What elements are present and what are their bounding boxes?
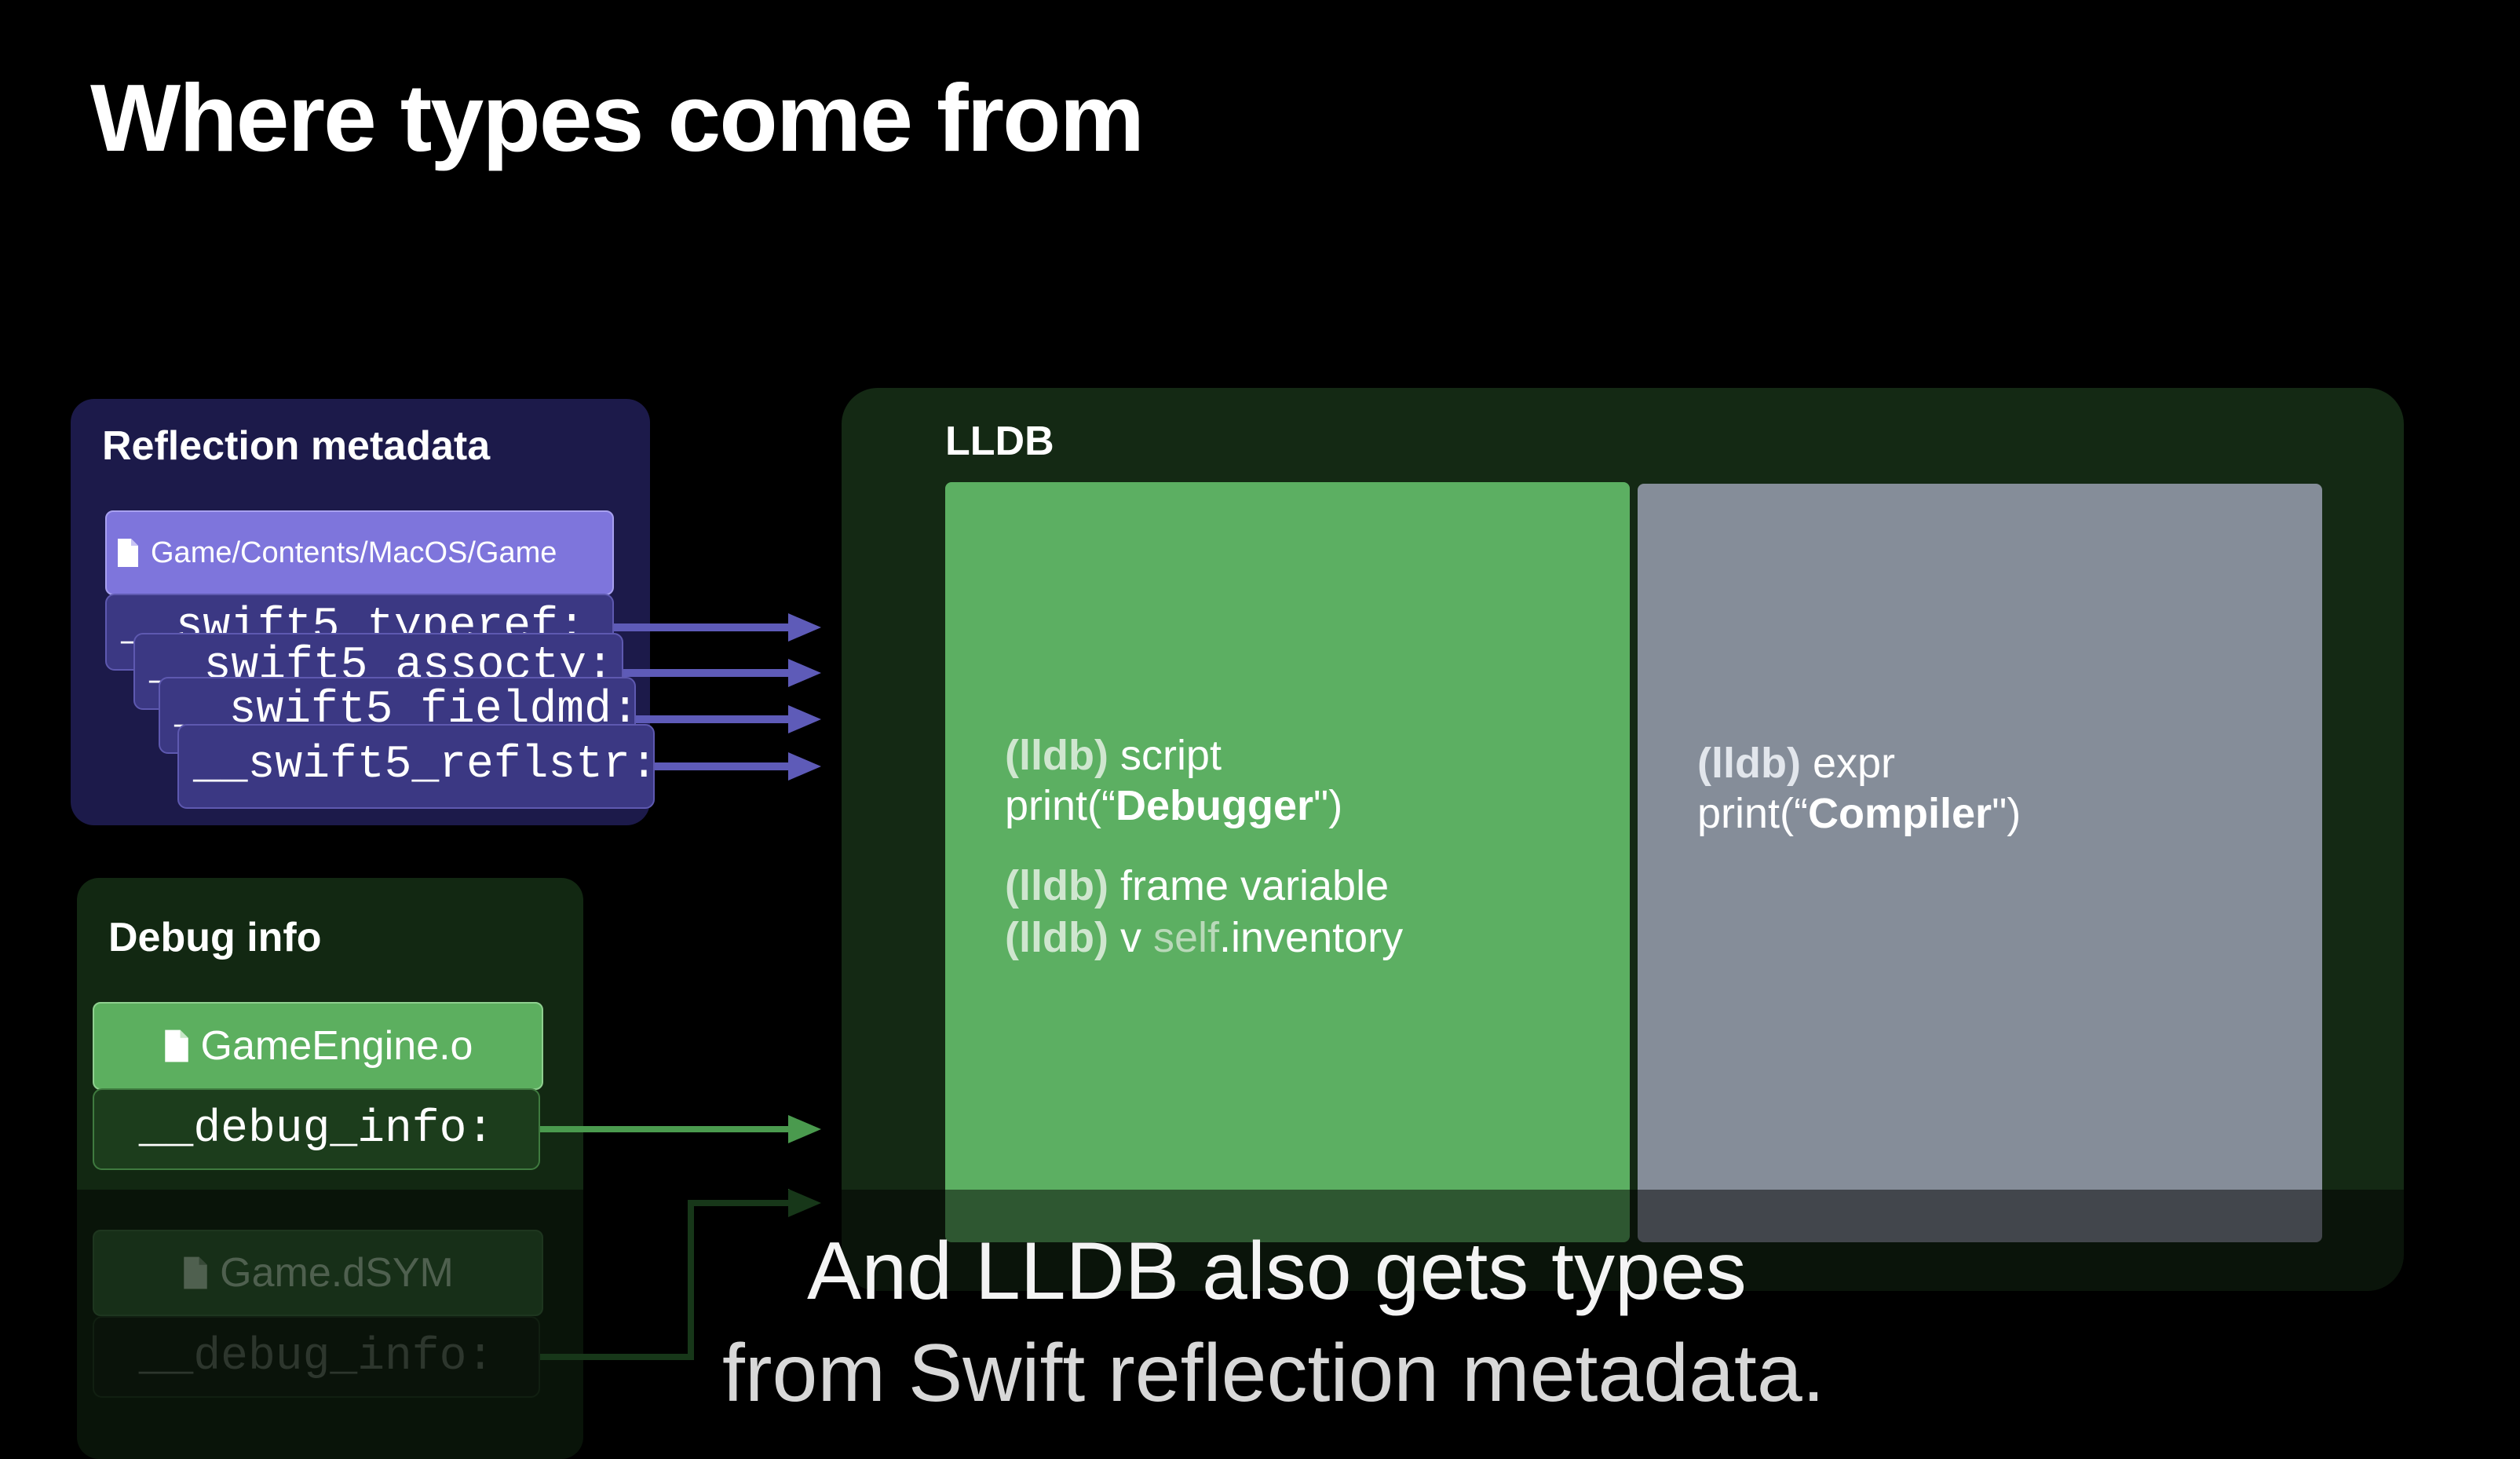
compiler-box [1638,484,2322,1242]
debugger-script-line: (lldb) script [1005,730,1222,781]
caption-line-2: from Swift reflection metadata. [722,1328,1825,1419]
debugger-print-line: print(“Debugger") [1005,781,1342,831]
v-command: v [1108,914,1153,961]
gameengine-object-header: GameEngine.o [93,1002,543,1090]
slide-title: Where types come from [90,64,1145,171]
lldb-prompt: (lldb) [1697,740,1801,787]
compiler-word: Compiler [1808,790,1992,837]
lldb-prompt: (lldb) [1005,914,1108,961]
lldb-prompt: (lldb) [1005,732,1108,779]
print-suffix: ") [1313,782,1343,829]
v-self-inventory-line: (lldb) v self.inventory [1005,912,1403,963]
print-suffix: ") [1992,790,2021,837]
compiler-expr-line: (lldb) expr [1697,738,1895,788]
debug-info-arrowhead [788,1115,821,1143]
inventory-property: .inventory [1219,914,1404,961]
game-binary-path: Game/Contents/MacOS/Game [151,536,557,569]
section-reflstr: __swift5_reflstr: [177,724,655,809]
reflstr-arrowhead [788,752,821,781]
self-keyword: self [1152,914,1220,961]
caption-line-1: And LLDB also gets types [807,1226,1747,1317]
reflection-metadata-label: Reflection metadata [102,423,491,469]
debug-info-label: Debug info [108,915,322,960]
object-debug-info-section: __debug_info: [93,1088,540,1170]
typeref-arrowhead [788,613,821,642]
document-icon [164,1029,188,1062]
gameengine-object-name: GameEngine.o [200,1023,473,1069]
print-prefix: print(“ [1697,790,1809,837]
print-prefix: print(“ [1005,782,1116,829]
script-command: script [1108,732,1222,779]
lldb-label: LLDB [945,419,1054,464]
compiler-print-line: print(“Compiler") [1697,788,2021,839]
fieldmd-arrowhead [788,705,821,733]
frame-variable-command: frame variable [1108,862,1390,909]
document-icon [118,539,138,567]
caption-band [0,1190,2520,1459]
debugger-box [945,482,1630,1242]
assocty-arrowhead [788,659,821,687]
debugger-word: Debugger [1116,782,1314,829]
frame-variable-line: (lldb) frame variable [1005,861,1389,911]
lldb-prompt: (lldb) [1005,862,1108,909]
expr-command: expr [1800,740,1896,787]
